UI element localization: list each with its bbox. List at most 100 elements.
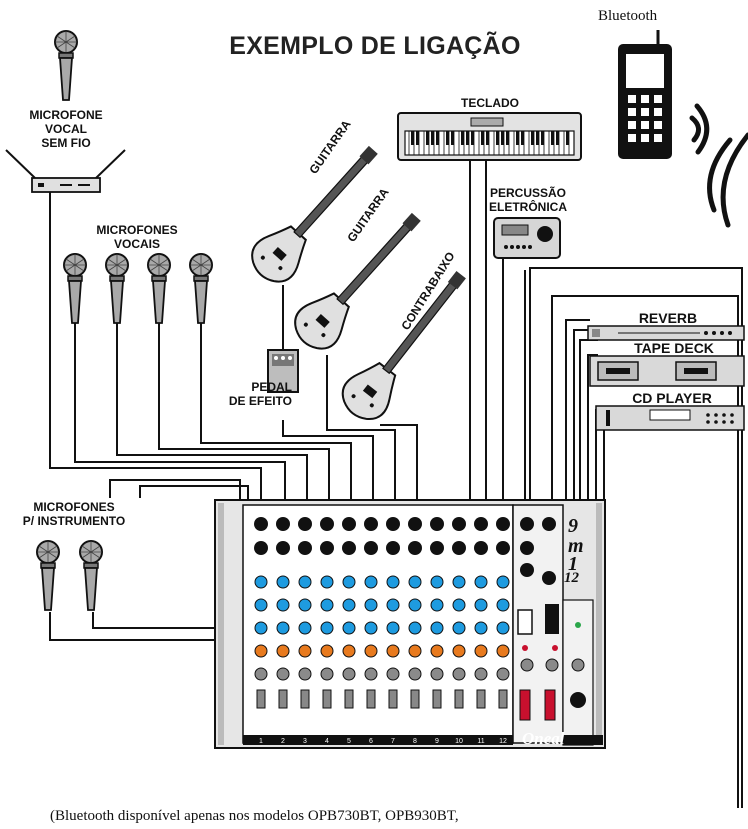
channel-knob[interactable] xyxy=(408,644,422,658)
channel-strip-1: 1 xyxy=(254,517,268,745)
channel-knob[interactable] xyxy=(408,621,422,635)
channel-fader[interactable] xyxy=(366,689,376,709)
input-jack[interactable] xyxy=(364,517,378,531)
channel-fader[interactable] xyxy=(300,689,310,709)
channel-knob[interactable] xyxy=(408,598,422,612)
channel-knob[interactable] xyxy=(364,667,378,681)
channel-fader[interactable] xyxy=(432,689,442,709)
channel-knob[interactable] xyxy=(430,575,444,589)
input-jack[interactable] xyxy=(430,541,444,555)
input-jack[interactable] xyxy=(364,541,378,555)
channel-knob[interactable] xyxy=(430,644,444,658)
channel-knob[interactable] xyxy=(364,598,378,612)
channel-knob[interactable] xyxy=(342,667,356,681)
channel-fader[interactable] xyxy=(256,689,266,709)
channel-knob[interactable] xyxy=(298,598,312,612)
input-jack[interactable] xyxy=(408,541,422,555)
channel-knob[interactable] xyxy=(408,575,422,589)
channel-knob[interactable] xyxy=(342,644,356,658)
input-jack[interactable] xyxy=(452,517,466,531)
channel-knob[interactable] xyxy=(254,644,268,658)
input-jack[interactable] xyxy=(430,517,444,531)
channel-knob[interactable] xyxy=(452,667,466,681)
channel-fader[interactable] xyxy=(410,689,420,709)
channel-knob[interactable] xyxy=(474,644,488,658)
channel-fader[interactable] xyxy=(454,689,464,709)
channel-fader[interactable] xyxy=(344,689,354,709)
channel-knob[interactable] xyxy=(320,598,334,612)
input-jack[interactable] xyxy=(474,517,488,531)
channel-fader[interactable] xyxy=(498,689,508,709)
input-jack[interactable] xyxy=(408,517,422,531)
channel-fader[interactable] xyxy=(322,689,332,709)
input-jack[interactable] xyxy=(320,541,334,555)
channel-fader[interactable] xyxy=(388,689,398,709)
channel-knob[interactable] xyxy=(276,667,290,681)
channel-knob[interactable] xyxy=(364,644,378,658)
input-jack[interactable] xyxy=(320,517,334,531)
channel-knob[interactable] xyxy=(496,598,510,612)
channel-knob[interactable] xyxy=(386,598,400,612)
channel-knob[interactable] xyxy=(298,575,312,589)
tape-deck-unit xyxy=(589,355,745,387)
input-jack[interactable] xyxy=(276,541,290,555)
channel-knob[interactable] xyxy=(452,644,466,658)
channel-knob[interactable] xyxy=(254,575,268,589)
channel-knob[interactable] xyxy=(474,667,488,681)
channel-knob[interactable] xyxy=(254,667,268,681)
input-jack[interactable] xyxy=(452,541,466,555)
channel-fader[interactable] xyxy=(476,689,486,709)
channel-knob[interactable] xyxy=(276,598,290,612)
input-jack[interactable] xyxy=(276,517,290,531)
channel-knob[interactable] xyxy=(276,621,290,635)
input-jack[interactable] xyxy=(386,517,400,531)
channel-knob[interactable] xyxy=(342,575,356,589)
input-jack[interactable] xyxy=(386,541,400,555)
channel-knob[interactable] xyxy=(386,644,400,658)
input-jack[interactable] xyxy=(474,541,488,555)
channel-knob[interactable] xyxy=(298,667,312,681)
channel-knob[interactable] xyxy=(496,644,510,658)
input-jack[interactable] xyxy=(342,517,356,531)
input-jack[interactable] xyxy=(342,541,356,555)
channel-knob[interactable] xyxy=(254,598,268,612)
channel-knob[interactable] xyxy=(254,621,268,635)
channel-knob[interactable] xyxy=(430,598,444,612)
cables xyxy=(49,160,743,808)
channel-knob[interactable] xyxy=(430,667,444,681)
channel-knob[interactable] xyxy=(342,598,356,612)
channel-knob[interactable] xyxy=(452,598,466,612)
channel-knob[interactable] xyxy=(298,621,312,635)
channel-knob[interactable] xyxy=(496,667,510,681)
channel-knob[interactable] xyxy=(320,621,334,635)
channel-knob[interactable] xyxy=(386,667,400,681)
input-jack[interactable] xyxy=(496,541,510,555)
input-jack[interactable] xyxy=(298,517,312,531)
channel-knob[interactable] xyxy=(386,621,400,635)
channel-knob[interactable] xyxy=(474,598,488,612)
channel-knob[interactable] xyxy=(320,644,334,658)
channel-knob[interactable] xyxy=(364,575,378,589)
input-jack[interactable] xyxy=(254,541,268,555)
channel-fader[interactable] xyxy=(278,689,288,709)
channel-knob[interactable] xyxy=(386,575,400,589)
channel-knob[interactable] xyxy=(474,621,488,635)
channel-knob[interactable] xyxy=(452,621,466,635)
channel-knob[interactable] xyxy=(298,644,312,658)
input-jack[interactable] xyxy=(298,541,312,555)
channel-knob[interactable] xyxy=(276,575,290,589)
channel-knob[interactable] xyxy=(342,621,356,635)
channel-knob[interactable] xyxy=(496,621,510,635)
channel-knob[interactable] xyxy=(496,575,510,589)
channel-knob[interactable] xyxy=(452,575,466,589)
input-jack[interactable] xyxy=(496,517,510,531)
channel-knob[interactable] xyxy=(320,575,334,589)
channel-knob[interactable] xyxy=(364,621,378,635)
channel-knob[interactable] xyxy=(430,621,444,635)
vocal-mic-4 xyxy=(189,253,213,324)
channel-knob[interactable] xyxy=(320,667,334,681)
channel-knob[interactable] xyxy=(276,644,290,658)
channel-knob[interactable] xyxy=(474,575,488,589)
channel-knob[interactable] xyxy=(408,667,422,681)
input-jack[interactable] xyxy=(254,517,268,531)
